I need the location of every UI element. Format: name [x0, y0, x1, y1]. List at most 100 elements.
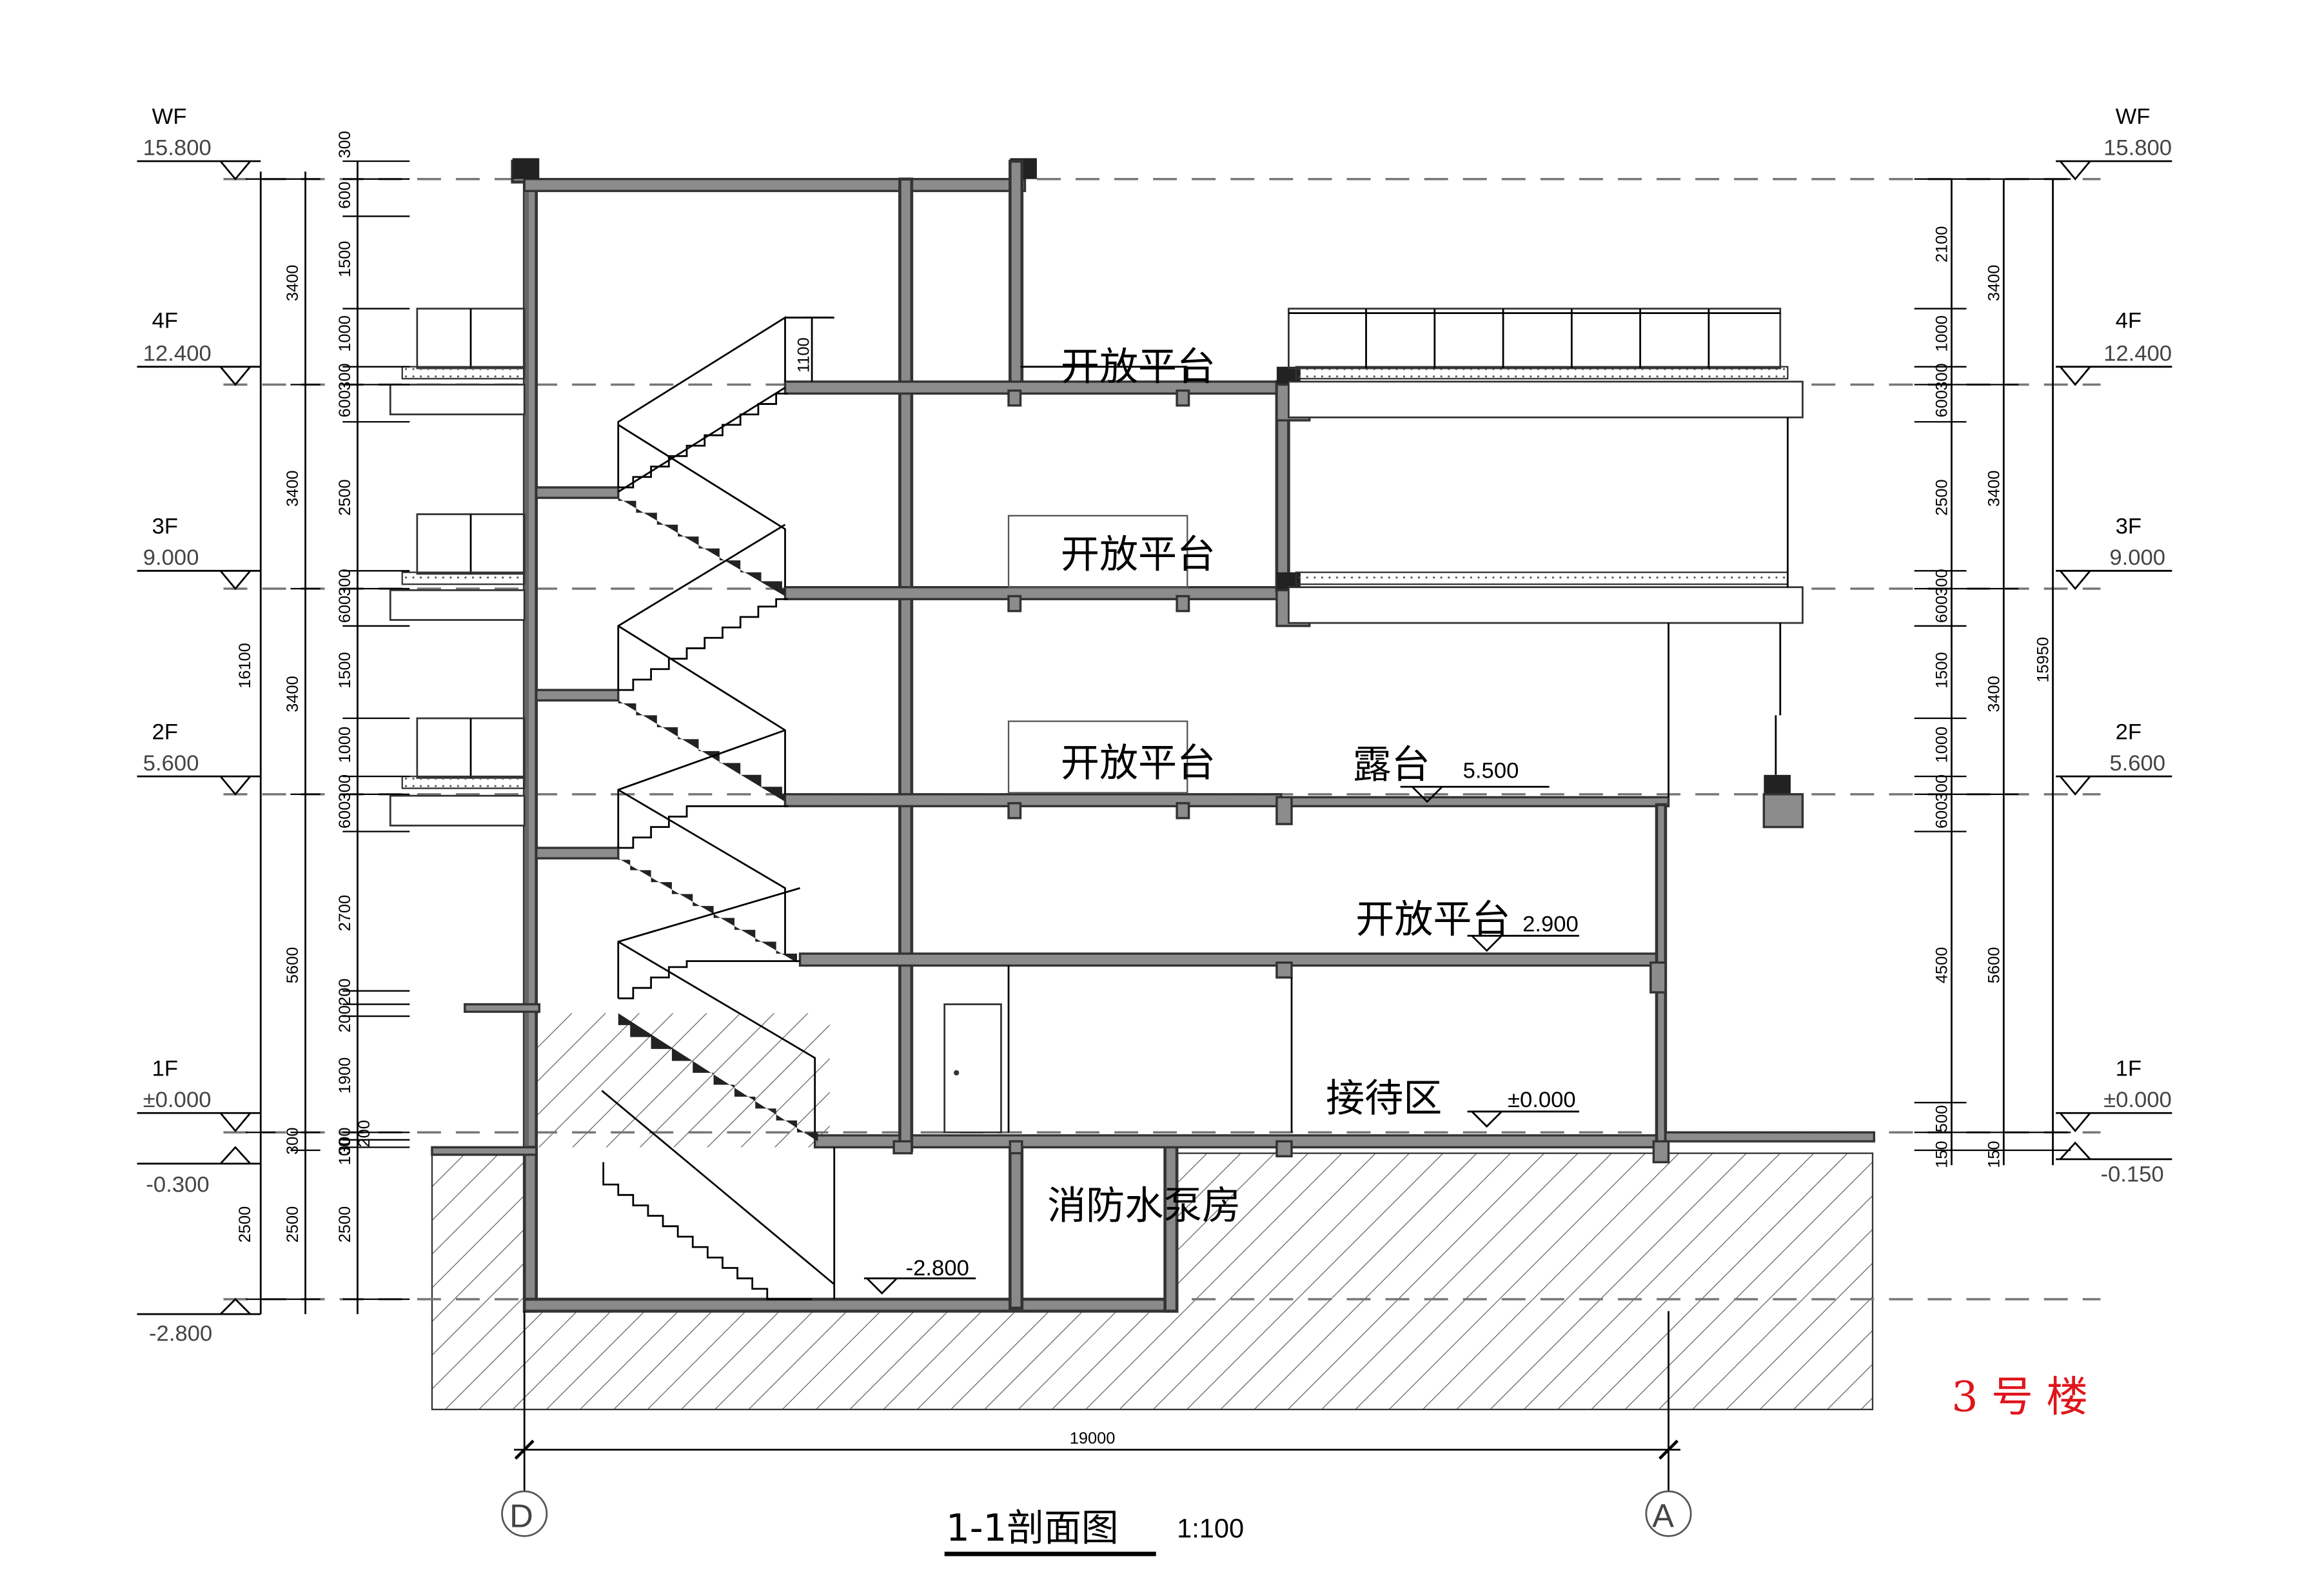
left-level-markers: WF 15.800 4F 12.400 3F 9.000 2F 5.600 1F…: [137, 104, 261, 1346]
drawing-scale: 1:100: [1177, 1513, 1244, 1544]
right-dimensions: 15950 3400 3400 3400 5600 150 2100 1000 …: [1914, 178, 2071, 1168]
drawing-title: 1-1剖面图: [946, 1506, 1119, 1549]
level-name-2f-right: 2F: [2116, 720, 2142, 744]
basement-stair: [601, 1090, 835, 1300]
structure: [389, 158, 1876, 1164]
dim-right-total: 15950: [2034, 637, 2053, 683]
spot-level-basement: -2.800: [906, 1256, 969, 1281]
dim-right-col2-2: 3400: [1985, 676, 2003, 712]
room-label-open-platform-2f: 开放平台: [1061, 741, 1216, 786]
dim-right-col1-10: 600: [1933, 801, 1951, 829]
level-elev-minus0150-right: -0.150: [2100, 1163, 2163, 1187]
dim-right-col2-0: 3400: [1985, 265, 2003, 302]
stair-dim: 1100: [794, 317, 834, 382]
level-name-4f-right: 4F: [2116, 309, 2142, 333]
dim-left-col3-17: 300: [336, 1128, 354, 1155]
dim-left-col3-3: 1000: [336, 315, 354, 352]
level-name-1f-right: 1F: [2116, 1056, 2142, 1081]
room-label-reception: 接待区: [1326, 1076, 1442, 1121]
dim-left-col3-11: 300: [336, 774, 354, 801]
level-elev-wf-right: 15.800: [2103, 136, 2172, 161]
room-label-terrace: 露台: [1353, 742, 1430, 787]
level-elev-2f-left: 5.600: [143, 751, 199, 776]
level-elev-4f-left: 12.400: [143, 342, 212, 366]
dim-right-col2-3: 5600: [1985, 947, 2003, 984]
dim-right-col1-11: 4500: [1933, 947, 1951, 984]
level-elev-minus2800-left: -2.800: [149, 1322, 212, 1346]
spot-level-terrace: 5.500: [1463, 758, 1519, 783]
dim-left-col3-12: 600: [336, 801, 354, 829]
level-elev-wf-left: 15.800: [143, 136, 212, 161]
level-name-3f-left: 3F: [152, 515, 178, 539]
dim-left-total: 16100: [236, 643, 254, 689]
spot-level-platform: 2.900: [1522, 912, 1579, 936]
dim-right-col1-3: 600: [1933, 390, 1951, 417]
room-label-pump-room: 消防水泵房: [1047, 1183, 1241, 1228]
dim-left-col2-0: 3400: [284, 265, 302, 302]
dim-left-col3-15: 200: [336, 1005, 354, 1032]
dim-left-col1-basement: 2500: [236, 1206, 254, 1243]
dim-left-col3-7: 300: [336, 569, 354, 596]
dim-right-col1-0: 2100: [1933, 226, 1951, 263]
dim-right-col1-4: 2500: [1933, 479, 1951, 516]
dim-right-col2-4: 150: [1985, 1141, 2003, 1168]
dim-left-col3-13: 2700: [336, 895, 354, 932]
left-dimensions: 16100 2500 3400 3400 3400 5600 300 2500 …: [236, 131, 410, 1315]
axis-span-dim: 19000: [1070, 1429, 1116, 1448]
dim-left-col3-1: 600: [336, 182, 354, 209]
dim-left-col3-2: 1500: [336, 241, 354, 278]
dim-right-col1-6: 600: [1933, 596, 1951, 623]
dim-left-col3-18: 100: [336, 1138, 354, 1165]
axis-grid: 19000 D A: [501, 1311, 1692, 1537]
dim-right-col1-13: 150: [1933, 1141, 1951, 1168]
stair-dim-label: 1100: [794, 337, 812, 373]
left-balconies: [389, 308, 526, 827]
dim-right-col1-8: 1000: [1933, 727, 1951, 763]
dim-left-col3-8: 600: [336, 596, 354, 623]
dim-left-col3-19: 200: [355, 1120, 373, 1147]
dim-left-col3-20: 2500: [336, 1206, 354, 1243]
room-label-open-platform-3f: 开放平台: [1061, 533, 1216, 578]
dim-left-col2-3: 5600: [284, 947, 302, 984]
dim-right-col1-1: 1000: [1933, 315, 1951, 352]
level-name-2f-left: 2F: [152, 720, 178, 744]
right-level-markers: WF 15.800 4F 12.400 3F 9.000 2F 5.600 1F…: [2056, 104, 2172, 1187]
basement: [522, 1090, 1666, 1313]
level-elev-3f-right: 9.000: [2109, 545, 2165, 570]
dim-left-col3-16: 1900: [336, 1057, 354, 1094]
level-name-1f-left: 1F: [152, 1056, 178, 1081]
dim-left-col3-5: 600: [336, 390, 354, 417]
dim-left-col3-14: 200: [336, 979, 354, 1006]
spot-levels: 5.500 2.900 ±0.000 -2.800: [863, 758, 1579, 1295]
level-name-wf-left: WF: [152, 104, 187, 129]
level-name-wf-right: WF: [2116, 104, 2151, 129]
level-elev-minus0300-left: -0.300: [146, 1173, 209, 1197]
dim-left-col2-4: 300: [284, 1128, 302, 1155]
axis-bubble-right: A: [1652, 1497, 1674, 1534]
dim-left-col3-9: 1500: [336, 652, 354, 689]
level-elev-1f-left: ±0.000: [143, 1088, 212, 1112]
dim-left-col3-6: 2500: [336, 479, 354, 516]
railing-4f: [1287, 308, 1782, 369]
level-name-4f-left: 4F: [152, 309, 178, 333]
level-elev-2f-right: 5.600: [2109, 751, 2165, 776]
dim-right-col1-9: 300: [1933, 774, 1951, 801]
axis-bubble-left: D: [509, 1497, 533, 1534]
level-elev-4f-right: 12.400: [2103, 342, 2172, 366]
dim-left-col2-1: 3400: [284, 470, 302, 507]
dim-right-col1-2: 300: [1933, 363, 1951, 390]
level-name-3f-right: 3F: [2116, 515, 2142, 539]
dim-left-col3-4: 300: [336, 363, 354, 390]
room-label-open-platform-4f: 开放平台: [1061, 345, 1216, 390]
dim-left-col3-10: 1000: [336, 727, 354, 763]
dim-right-col1-12: 500: [1933, 1105, 1951, 1132]
building-tag: 3 号 楼: [1951, 1373, 2088, 1421]
dim-left-col3-0: 300: [336, 131, 354, 158]
level-elev-3f-left: 9.000: [143, 545, 199, 570]
dim-right-col1-7: 1500: [1933, 652, 1951, 689]
spot-level-ground: ±0.000: [1508, 1088, 1576, 1112]
room-labels: 开放平台 开放平台 开放平台 露台 开放平台 接待区 消防水泵房: [1047, 345, 1510, 1229]
dim-left-col2-2: 3400: [284, 676, 302, 712]
dim-left-col2-5: 2500: [284, 1206, 302, 1243]
